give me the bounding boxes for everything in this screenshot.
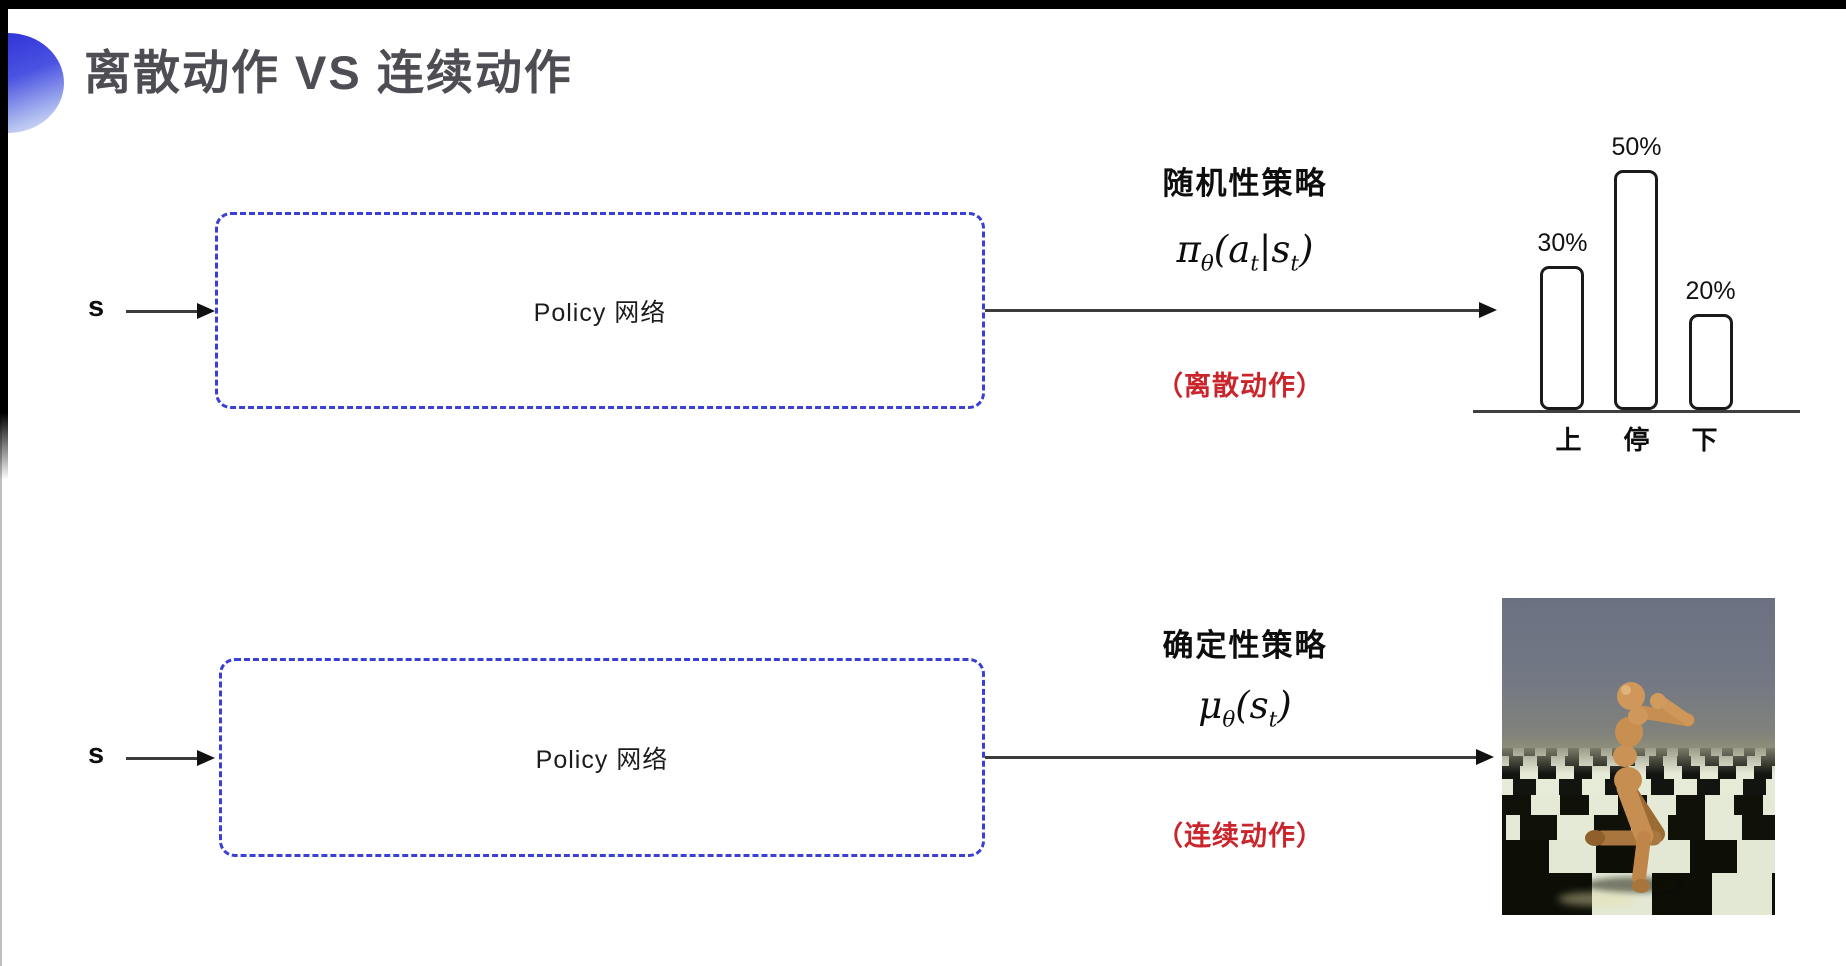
policy-network-label-2: Policy 网络 xyxy=(535,745,669,774)
humanoid-simulation-image xyxy=(1502,598,1775,915)
formula-symbol-sub: θ xyxy=(1200,251,1214,277)
formula-symbol: μ xyxy=(1198,684,1223,727)
bar-category-label: 停 xyxy=(1623,425,1650,455)
input-arrow-line-2 xyxy=(126,757,200,760)
formula-rparen: ) xyxy=(1299,228,1314,271)
page-title: 离散动作 VS 连续动作 xyxy=(84,46,573,99)
discrete-action-note: （离散动作） xyxy=(1156,371,1324,401)
output-arrow-line-1 xyxy=(985,309,1480,312)
left-letterbox-bar xyxy=(0,0,8,480)
formula-arg1-sub: t xyxy=(1250,251,1259,277)
bar-column: 30% xyxy=(1537,229,1587,410)
state-input-label-2: s xyxy=(88,738,105,770)
policy-network-box-2: Policy 网络 xyxy=(219,658,985,857)
state-input-label-1: s xyxy=(88,291,105,323)
stochastic-policy-name: 随机性策略 xyxy=(1162,166,1328,201)
bar-chart-category-row: 上停下 xyxy=(1473,420,1800,457)
formula-pipe: | xyxy=(1258,228,1272,271)
output-arrow-head-2 xyxy=(1476,749,1494,765)
formula-symbol-sub: θ xyxy=(1222,707,1236,733)
formula-rparen: ) xyxy=(1277,684,1292,727)
deterministic-policy-formula: μθ(st) xyxy=(1055,684,1435,732)
title-bullet-decoration xyxy=(8,33,64,133)
action-probability-bar-chart: 30% 50% 20% xyxy=(1473,106,1800,413)
formula-arg1-sub: t xyxy=(1268,707,1278,733)
formula-arg2-sub: t xyxy=(1290,251,1300,277)
continuous-action-note-wrap: （连续动作） xyxy=(1050,814,1430,853)
horizon-haze xyxy=(1502,748,1775,774)
input-arrow-line-1 xyxy=(126,310,200,313)
formula-lparen: ( xyxy=(1235,684,1250,727)
formula-arg2: s xyxy=(1271,228,1291,271)
input-arrow-head-1 xyxy=(197,303,215,319)
bar-category-label: 上 xyxy=(1555,425,1582,455)
bar xyxy=(1614,170,1659,410)
policy-network-label-1: Policy 网络 xyxy=(533,298,667,327)
formula-arg1: s xyxy=(1249,684,1269,727)
formula-symbol: π xyxy=(1176,228,1201,271)
continuous-action-note: （连续动作） xyxy=(1156,821,1324,851)
humanoid-robot-figure xyxy=(1558,682,1695,906)
stochastic-policy-formula: πθ(at|st) xyxy=(1055,228,1435,276)
output-arrow-head-1 xyxy=(1479,302,1497,318)
bar-value-label: 50% xyxy=(1611,133,1662,161)
output-arrow-line-2 xyxy=(985,756,1477,759)
top-letterbox-bar xyxy=(0,0,1846,9)
bar xyxy=(1540,266,1585,410)
input-arrow-head-2 xyxy=(197,750,215,766)
left-edge-line xyxy=(0,0,2,966)
bar-value-label: 20% xyxy=(1685,277,1736,305)
bar-column: 50% xyxy=(1611,133,1662,410)
bar xyxy=(1688,314,1733,410)
stochastic-policy-title: 随机性策略 xyxy=(1055,158,1435,203)
discrete-action-note-wrap: （离散动作） xyxy=(1050,364,1430,403)
deterministic-policy-name: 确定性策略 xyxy=(1162,628,1328,663)
deterministic-policy-title: 确定性策略 xyxy=(1055,620,1435,665)
bar-category-label: 下 xyxy=(1691,425,1718,455)
formula-lparen: ( xyxy=(1213,228,1229,271)
bar-column: 20% xyxy=(1686,277,1736,410)
bar-value-label: 30% xyxy=(1537,229,1588,257)
policy-network-box-1: Policy 网络 xyxy=(215,212,985,409)
formula-arg1: a xyxy=(1228,228,1251,271)
